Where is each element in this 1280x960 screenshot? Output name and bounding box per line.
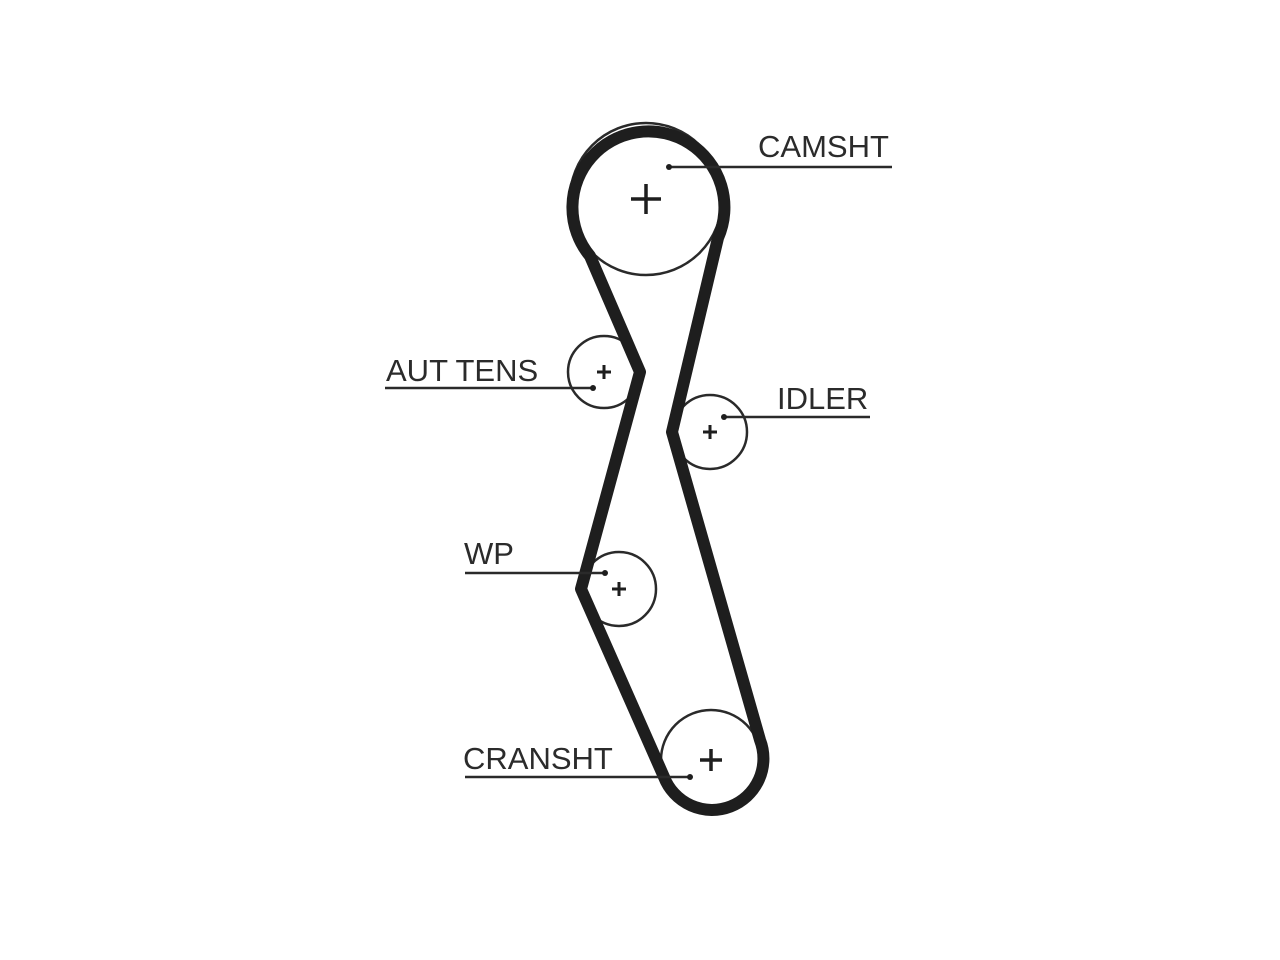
water-pump-leader <box>465 570 608 576</box>
crankshaft-label: CRANSHT <box>463 741 613 776</box>
crankshaft-leader <box>465 774 693 780</box>
auto-tensioner-label: AUT TENS <box>386 353 538 388</box>
water-pump-label: WP <box>464 536 514 571</box>
timing-belt <box>566 125 770 816</box>
idler-label: IDLER <box>777 381 868 416</box>
camshaft-center-icon <box>631 184 661 214</box>
tensioner-center-icon <box>597 365 611 379</box>
crankshaft-center-icon <box>700 749 722 771</box>
camshaft-leader <box>666 164 892 170</box>
camshaft-label: CAMSHT <box>758 129 889 164</box>
tensioner-leader <box>385 385 596 391</box>
water-pump-center-icon <box>612 582 626 596</box>
idler-leader <box>721 414 870 420</box>
idler-center-icon <box>703 425 717 439</box>
